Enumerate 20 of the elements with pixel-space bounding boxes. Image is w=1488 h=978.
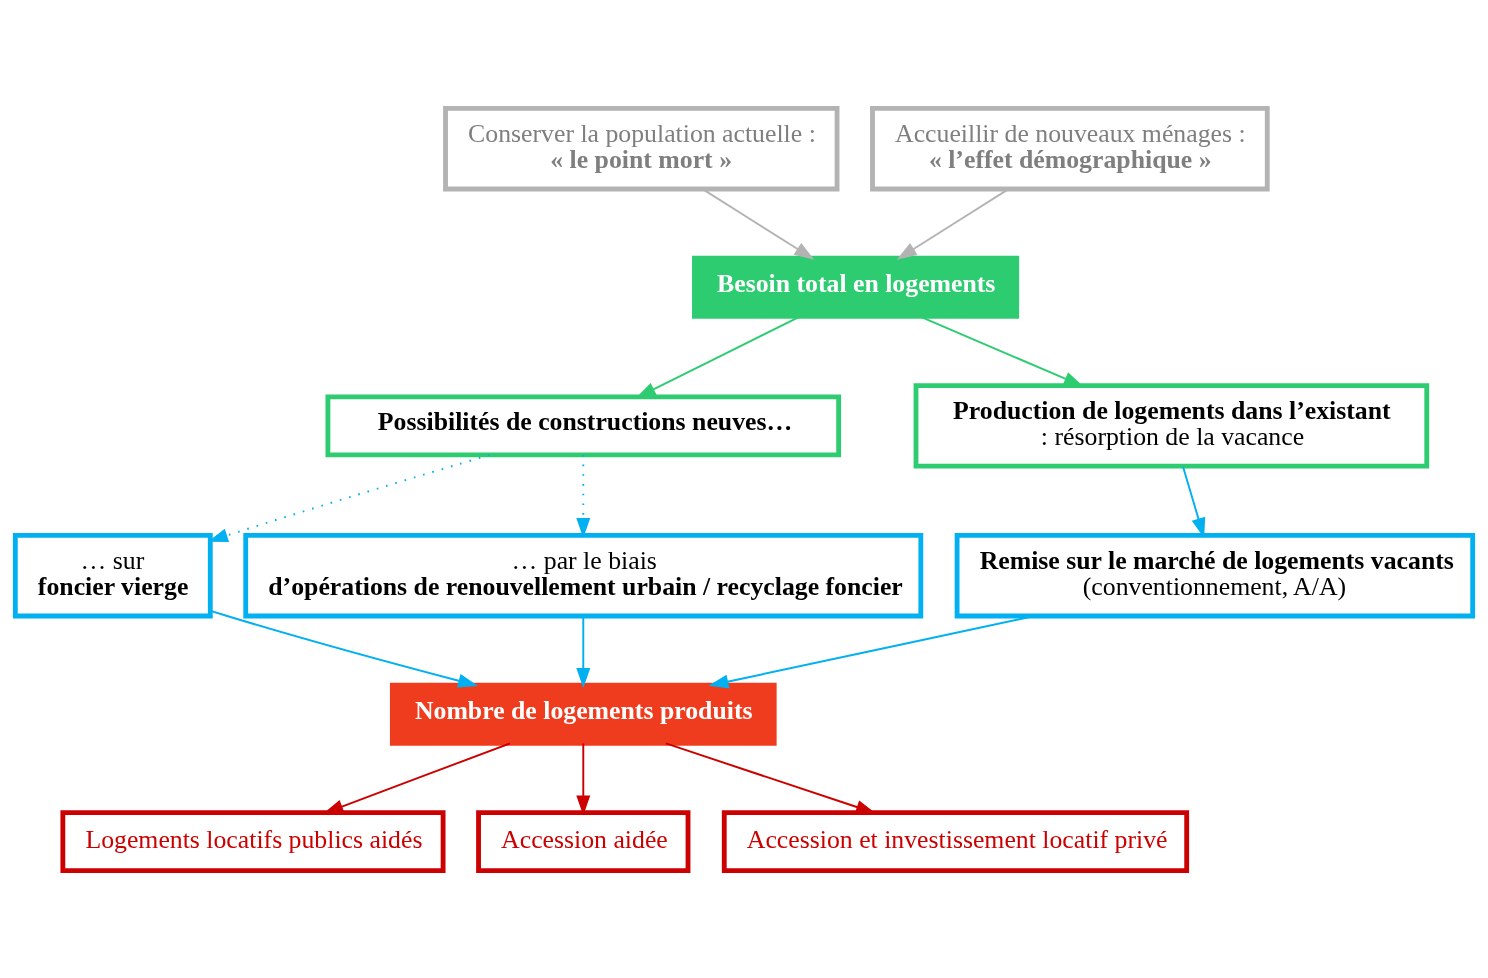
node-box: Nombre de logements produits [389,682,777,746]
arrow [576,615,591,688]
node-box: Conserver la population actuelle : « le point mort » [443,105,840,191]
node-box: Logements locatifs publics aidés [60,809,446,873]
arrow [576,741,591,815]
node-box: Possibilités de constructions neuves… [325,393,842,457]
node-box: … par le biais d’opérations de renouvellement urbain / recyclage foncier [243,532,924,618]
node-box: … sur foncier vierge [12,532,213,618]
arrow [323,741,511,813]
node-box: Accueillir de nouveaux ménages : « l’effet démographique » [870,105,1270,191]
arrow [919,315,1084,387]
arrow [1182,465,1206,538]
node-box: Remise sur le marché de logements vacants (conventionnement, A/A) [954,532,1476,618]
arrow [209,609,479,688]
arrow [576,453,591,538]
node-box: Accession aidée [476,809,691,873]
arrow [664,741,876,814]
node-box: Accession et investissement locatif privé [721,809,1190,873]
node-box: Besoin total en logements [692,255,1020,319]
node-box: Production de logements dans l’existant : résorption de la vacance [913,382,1430,469]
